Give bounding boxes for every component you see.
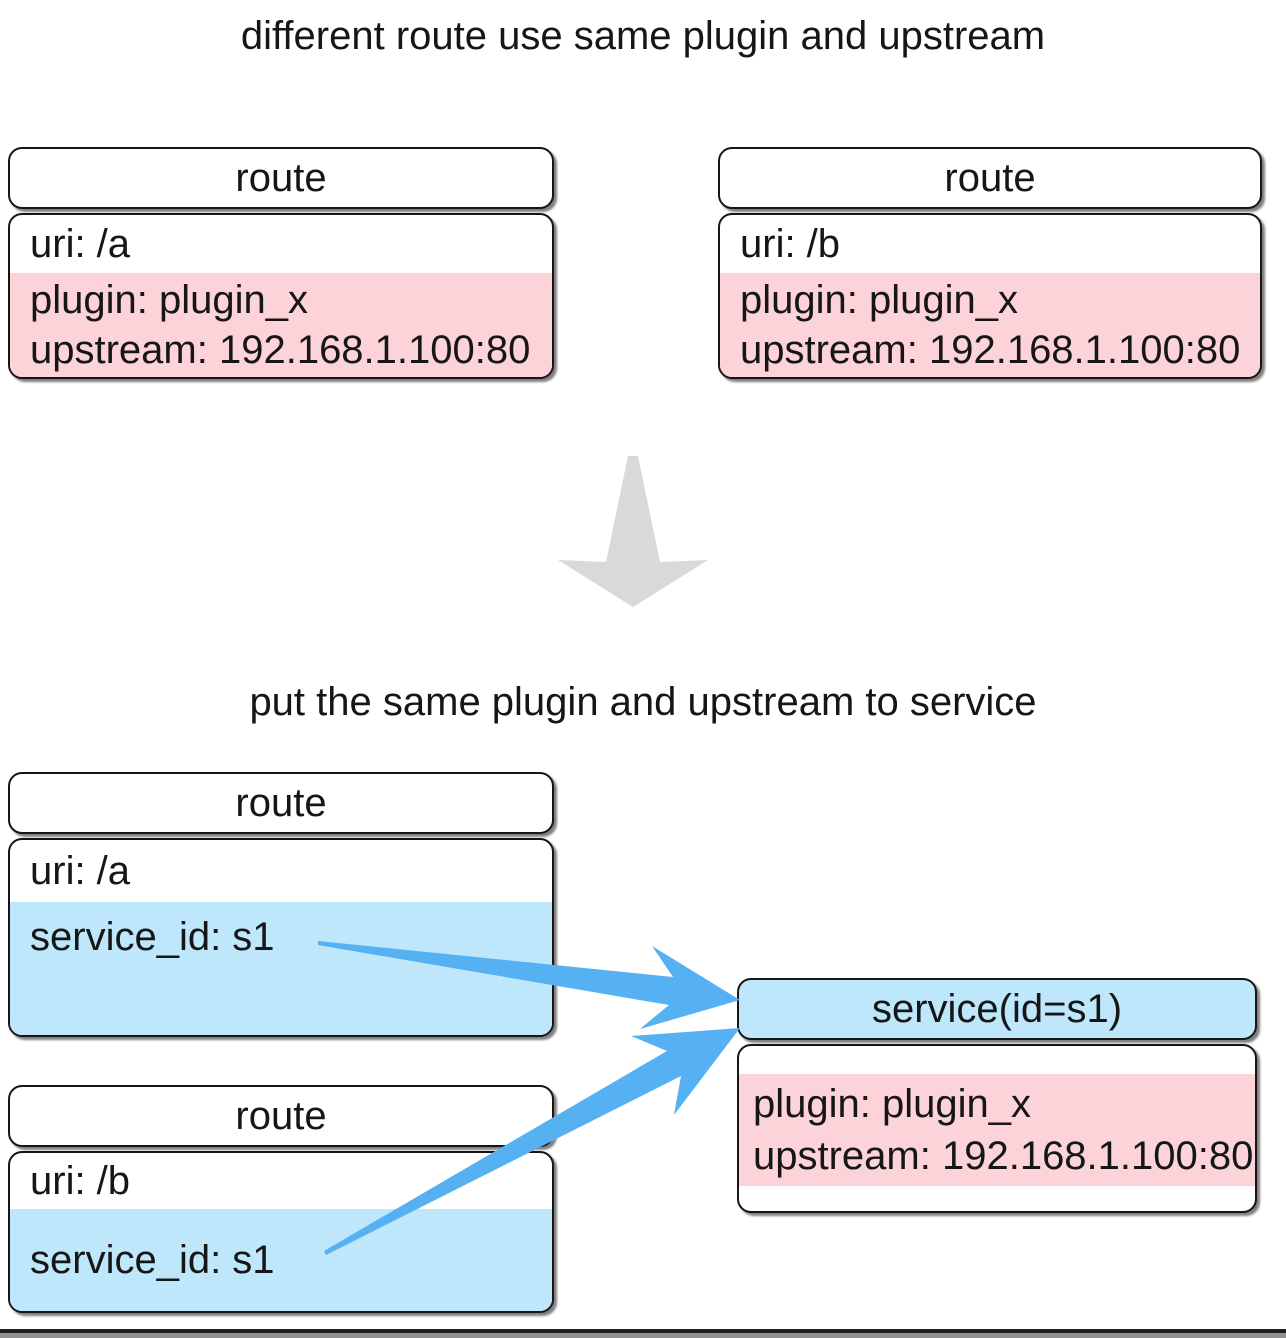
- route-a-bottom-header: route: [8, 772, 554, 834]
- plugin-field: plugin: plugin_x: [30, 278, 308, 322]
- service-header: service(id=s1): [737, 978, 1257, 1040]
- plugin-upstream-section: plugin: plugin_x upstream: 192.168.1.100…: [10, 273, 552, 377]
- uri-field: uri: /a: [30, 848, 131, 893]
- plugin-field: plugin: plugin_x: [740, 278, 1018, 322]
- route-b-top-header: route: [718, 147, 1262, 209]
- uri-field: uri: /b: [740, 221, 841, 266]
- title-bottom: put the same plugin and upstream to serv…: [249, 680, 1037, 724]
- route-a-bottom-body: uri: /a service_id: s1: [8, 838, 554, 1037]
- service-id-field: service_id: s1: [30, 915, 275, 959]
- plugin-upstream-section: plugin: plugin_x upstream: 192.168.1.100…: [739, 1074, 1255, 1186]
- uri-field: uri: /a: [30, 221, 131, 266]
- service-link-section: service_id: s1: [10, 902, 552, 1035]
- bottom-window-edge: [0, 1329, 1286, 1338]
- title-top: different route use same plugin and upst…: [240, 14, 1046, 58]
- plugin-upstream-section: plugin: plugin_x upstream: 192.168.1.100…: [720, 273, 1260, 377]
- down-arrow-icon: [558, 456, 708, 607]
- service-link-section: service_id: s1: [10, 1209, 552, 1311]
- uri-field: uri: /b: [30, 1158, 131, 1203]
- service-id-field: service_id: s1: [30, 1238, 275, 1282]
- route-b-top-body: uri: /b plugin: plugin_x upstream: 192.1…: [718, 213, 1262, 379]
- route-a-top-body: uri: /a plugin: plugin_x upstream: 192.1…: [8, 213, 554, 379]
- service-body: plugin: plugin_x upstream: 192.168.1.100…: [737, 1044, 1257, 1213]
- upstream-field: upstream: 192.168.1.100:80: [753, 1134, 1254, 1178]
- route-b-bottom-header: route: [8, 1085, 554, 1147]
- route-a-top-header: route: [8, 147, 554, 209]
- route-b-bottom-body: uri: /b service_id: s1: [8, 1151, 554, 1313]
- plugin-field: plugin: plugin_x: [753, 1082, 1031, 1126]
- upstream-field: upstream: 192.168.1.100:80: [30, 328, 531, 372]
- upstream-field: upstream: 192.168.1.100:80: [740, 328, 1241, 372]
